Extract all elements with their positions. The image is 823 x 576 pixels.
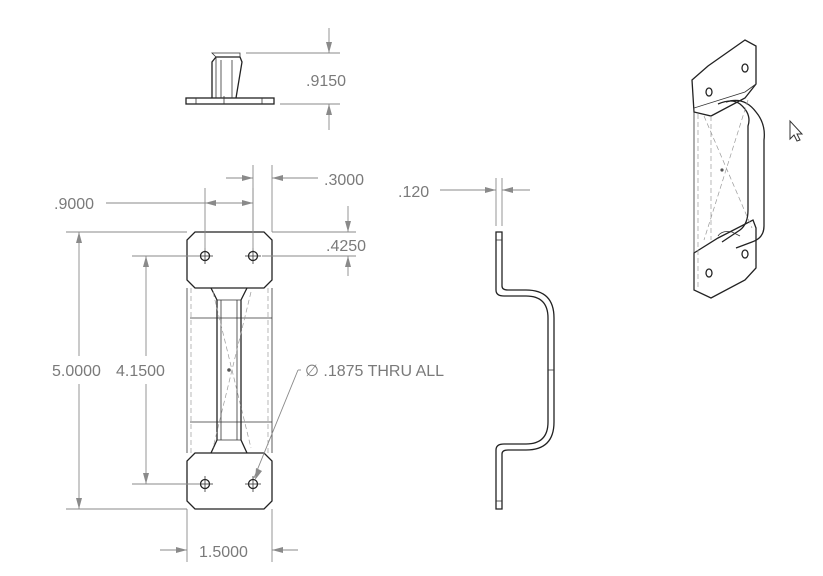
overall-length-dimension: 5.0000	[52, 231, 187, 510]
bottom-right-hole	[245, 476, 261, 492]
isometric-view	[691, 39, 765, 299]
front-view	[186, 231, 273, 510]
hole-length-dimension: 4.1500	[116, 255, 200, 485]
side-view	[495, 231, 555, 510]
hole-offset-label: .4250	[326, 238, 366, 255]
tab-width-label: .3000	[324, 172, 364, 189]
height-top-label: .9150	[306, 73, 346, 90]
thickness-dimension: .120	[398, 178, 530, 226]
height-dimension: .9150	[246, 28, 346, 130]
hole-spacing-dimension: .9000	[54, 188, 254, 250]
hole-offset-dimension: .4250	[262, 206, 366, 276]
top-right-hole	[245, 248, 261, 264]
top-view	[185, 52, 275, 105]
hole-callout-label: ∅ .1875 THRU ALL	[305, 363, 444, 380]
overall-width-dimension: 1.5000	[160, 509, 298, 562]
hole-callout: ∅ .1875 THRU ALL	[253, 363, 444, 480]
mouse-pointer-icon	[789, 119, 804, 142]
tab-width-dimension: .3000	[226, 165, 364, 232]
overall-width-label: 1.5000	[199, 544, 248, 561]
thickness-label: .120	[398, 184, 429, 201]
overall-length-label: 5.0000	[52, 363, 101, 380]
hole-spacing-label: .9000	[54, 196, 94, 213]
hole-length-label: 4.1500	[116, 363, 165, 380]
